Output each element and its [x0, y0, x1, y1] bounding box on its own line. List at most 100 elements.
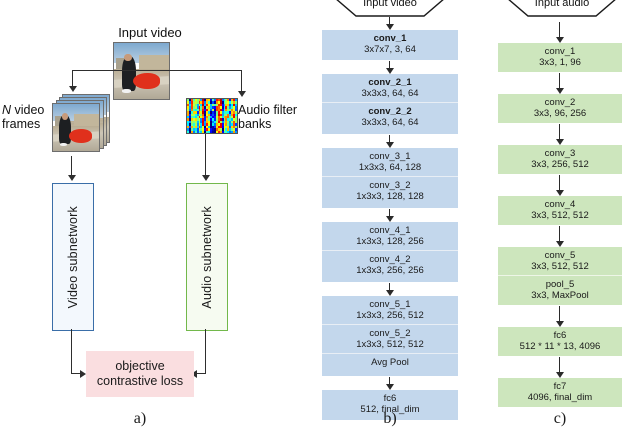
layer-params: 512 * 11 * 13, 4096: [519, 341, 601, 352]
audio-to-loss-vertical: [205, 329, 207, 374]
layer-name: conv_3_1: [369, 151, 411, 162]
arrowhead-loss-left: [80, 370, 86, 378]
video-frames-stack: [52, 94, 114, 154]
layer-params: 3x3, MaxPool: [531, 290, 589, 301]
flow-arrow: [556, 22, 564, 43]
layer-params: 4096, final_dim: [527, 392, 593, 403]
layer-params: 3x7x7, 3, 64: [364, 44, 416, 55]
objective-contrastive-loss-box[interactable]: objective contrastive loss: [86, 351, 194, 397]
layer-name: conv_2: [544, 97, 576, 108]
layer-name: fc7: [553, 381, 567, 392]
panel-c-input-label: Input audio: [534, 0, 590, 9]
audio-subnetwork-box[interactable]: Audio subnetwork: [186, 183, 228, 331]
flow-arrow: [556, 175, 564, 196]
input-video-thumbnail: [113, 42, 170, 100]
split-line-left-down: [72, 70, 74, 87]
audio-to-loss-horizontal: [196, 373, 206, 375]
layer-params: 1x3x3, 256, 256: [356, 265, 424, 276]
layer-name: fc6: [553, 330, 567, 341]
panel-c-input-trapezoid: Input audio: [500, 0, 624, 22]
n-video-frames-label: N video frames: [2, 103, 46, 131]
layer-params: 3x3x3, 64, 64: [361, 88, 419, 99]
n-video-frames-rest: video frames: [2, 103, 45, 131]
flow-arrow: [556, 73, 564, 94]
frames-to-video-subnet-line: [71, 156, 73, 176]
panel-c-caption: c): [553, 410, 567, 427]
split-line-right-down: [241, 70, 243, 92]
layer-name: pool_5: [545, 279, 575, 290]
video-to-loss-vertical: [71, 329, 73, 374]
layer-params: 3x3, 1, 96: [539, 57, 581, 68]
loss-label: objective contrastive loss: [96, 359, 184, 388]
flow-arrow: [386, 61, 394, 74]
arrowhead-audio-subnet: [202, 175, 210, 181]
layer-params: 1x3x3, 256, 512: [356, 310, 424, 321]
layer-params: 1x3x3, 128, 256: [356, 236, 424, 247]
panel-b-caption: b): [383, 410, 397, 427]
spectrogram-to-audio-subnet-line: [205, 134, 207, 176]
layer-params: 1x3x3, 512, 512: [356, 339, 424, 350]
flow-arrow: [556, 124, 564, 145]
layer-name: conv_2_1: [368, 77, 412, 88]
input-video-label: Input video: [118, 25, 182, 40]
audio-subnetwork-label: Audio subnetwork: [200, 205, 214, 309]
flow-arrow: [556, 226, 564, 247]
split-line-horizontal: [72, 70, 242, 72]
layer-params: 1x3x3, 64, 128: [358, 162, 422, 173]
flow-arrow: [386, 135, 394, 148]
layer-name: conv_4_1: [369, 225, 411, 236]
flow-arrow: [386, 283, 394, 296]
layer-name: conv_3_2: [369, 180, 411, 191]
arrowhead-loss-right: [191, 370, 197, 378]
layer-params: 3x3x3, 64, 64: [361, 117, 419, 128]
video-subnetwork-box[interactable]: Video subnetwork: [52, 183, 94, 331]
panel-b-input-trapezoid: Input video: [328, 0, 452, 22]
flow-arrow: [556, 357, 564, 378]
layer-params: 3x3, 512, 512: [531, 210, 589, 221]
layer-name: Avg Pool: [371, 357, 409, 368]
panel-a-caption: a): [133, 410, 147, 427]
arrowhead-to-spectrogram: [238, 91, 246, 97]
arrowhead-video-subnet: [68, 175, 76, 181]
layer-name: conv_5: [544, 250, 576, 261]
trapezoid-shape-b: [336, 0, 444, 17]
layer-name: conv_5_2: [369, 328, 411, 339]
layer-name: conv_5_1: [369, 299, 411, 310]
panel-a-overview-diagram: Input video N video frames Audio filter …: [0, 0, 300, 440]
arrowhead-to-frames: [69, 86, 77, 92]
layer-params: 512, final_dim: [360, 404, 420, 415]
flow-arrow: [386, 17, 394, 30]
n-italic: N: [2, 103, 12, 117]
trapezoid-shape-c: [508, 0, 616, 17]
layer-name: conv_4_2: [369, 254, 411, 265]
